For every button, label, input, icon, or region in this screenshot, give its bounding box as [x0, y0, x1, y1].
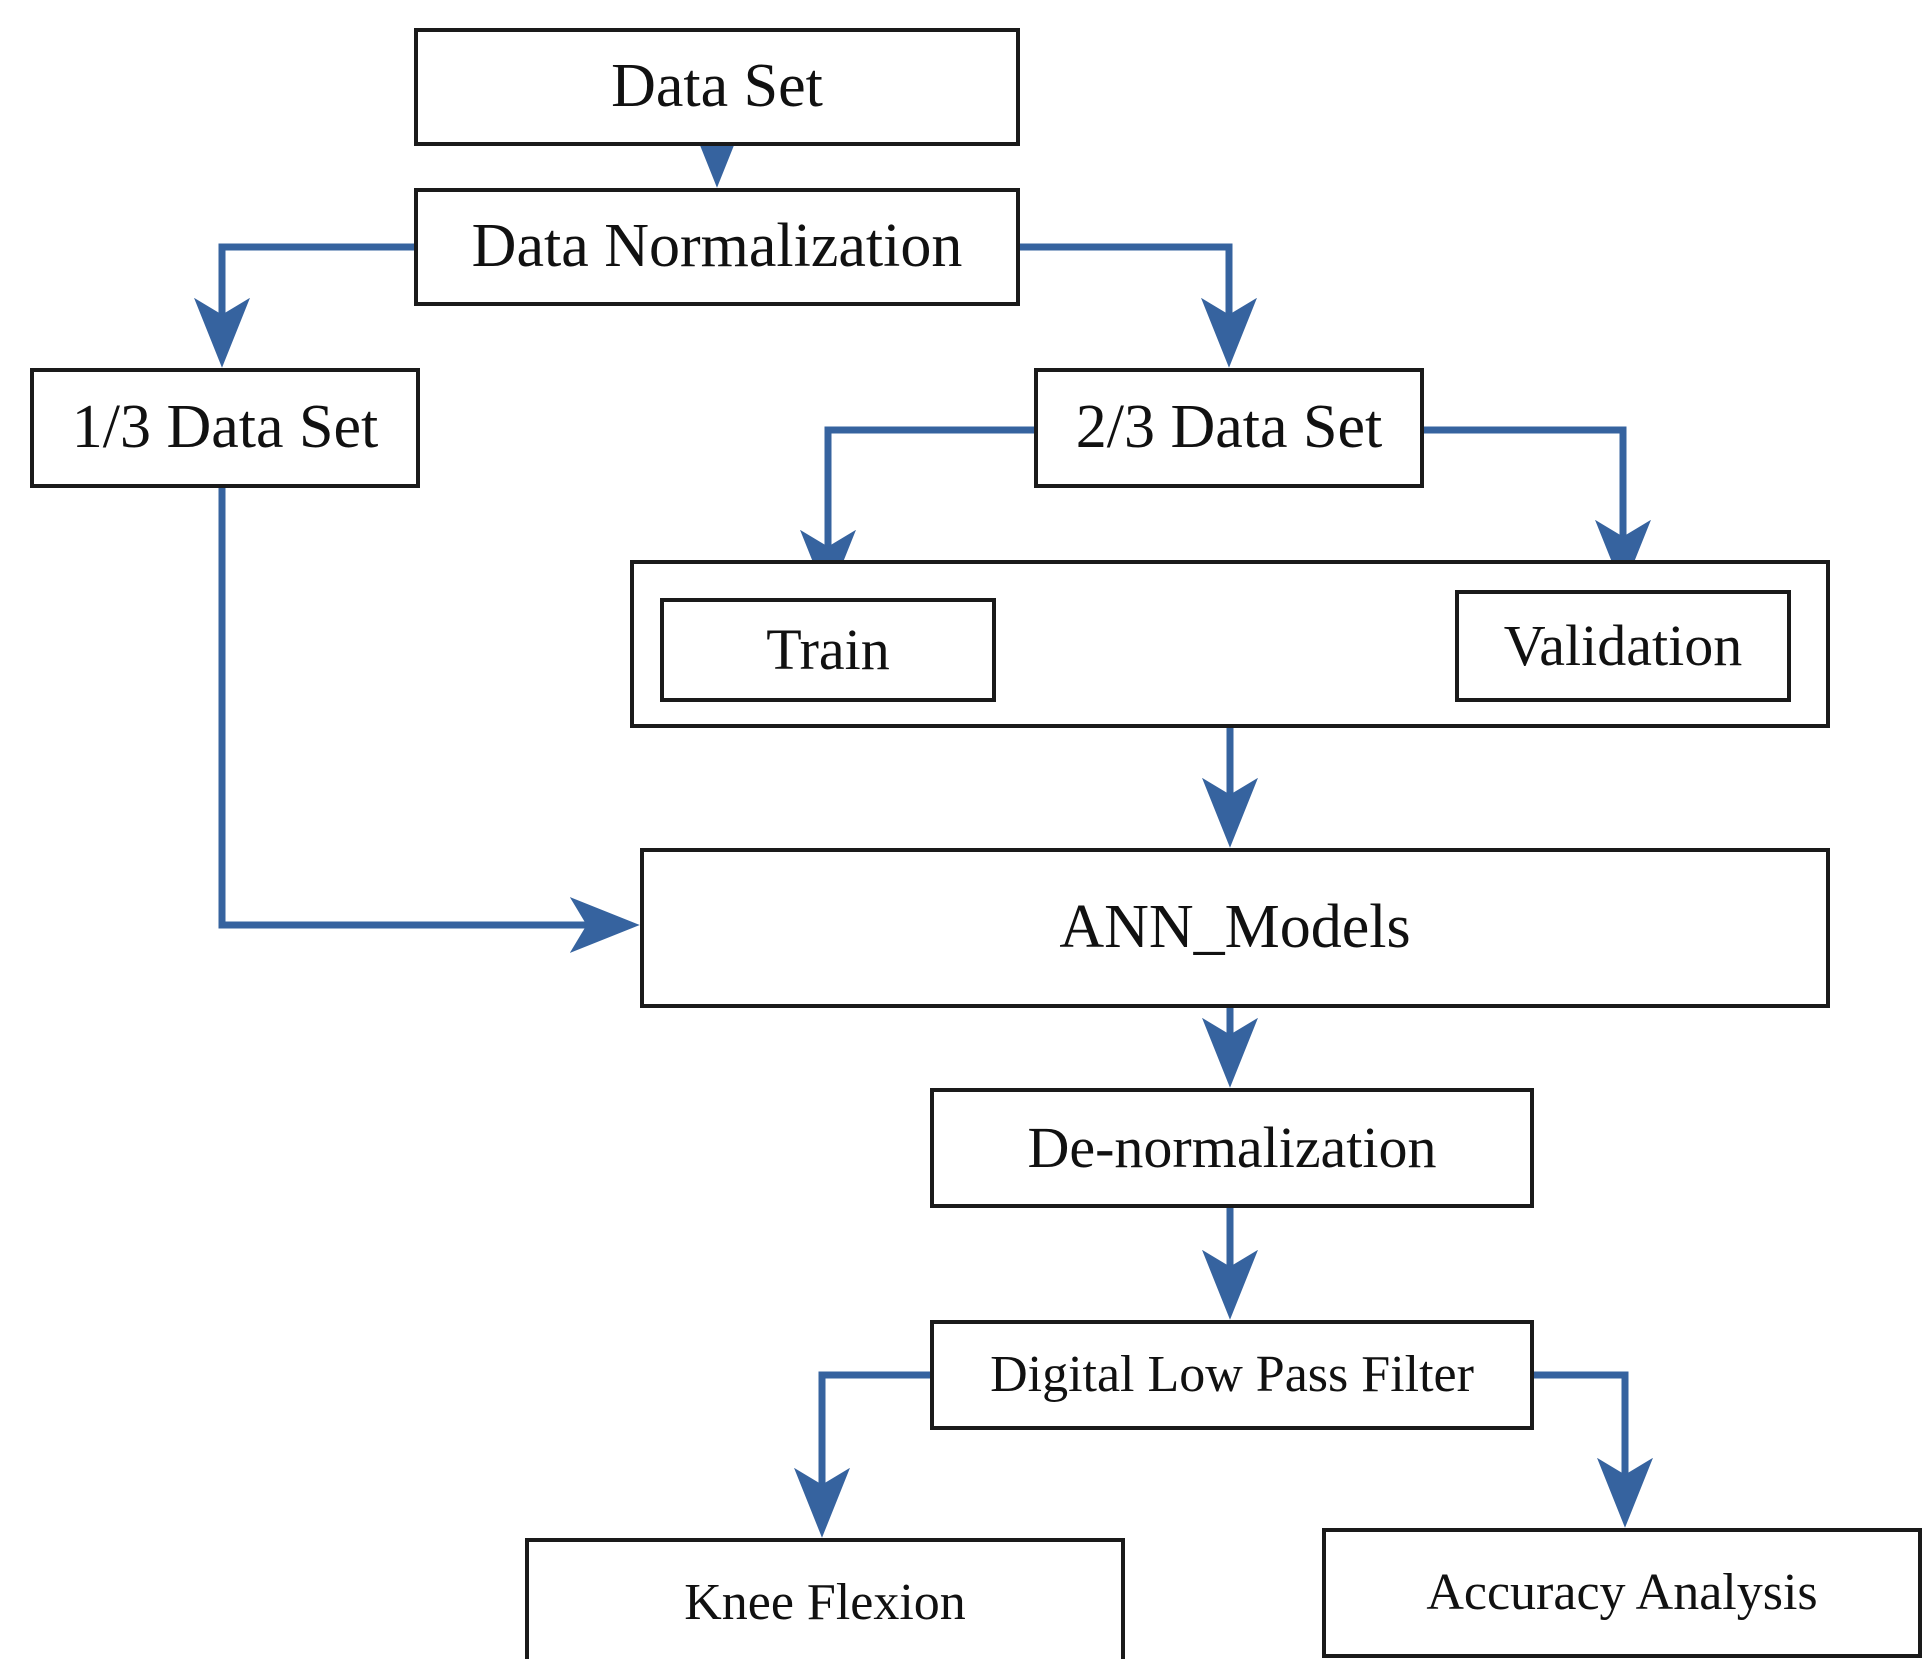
- node-data-set-label: Data Set: [611, 52, 823, 121]
- edge-norm-to-twothird: [1020, 243, 1257, 368]
- node-train-label: Train: [766, 616, 890, 682]
- node-accuracy-analysis-label: Accuracy Analysis: [1426, 1563, 1818, 1621]
- node-data-normalization[interactable]: Data Normalization: [414, 188, 1020, 306]
- node-two-third-data-set-label: 2/3 Data Set: [1075, 393, 1383, 462]
- node-knee-flexion-label: Knee Flexion: [684, 1573, 966, 1631]
- node-accuracy-analysis[interactable]: Accuracy Analysis: [1322, 1528, 1922, 1658]
- node-de-normalization-label: De-normalization: [1027, 1114, 1437, 1180]
- node-digital-low-pass-filter-label: Digital Low Pass Filter: [990, 1345, 1474, 1403]
- node-digital-low-pass-filter[interactable]: Digital Low Pass Filter: [930, 1320, 1534, 1430]
- node-validation-label: Validation: [1503, 612, 1743, 678]
- edge-norm-to-third: [194, 243, 414, 368]
- edge-lowpass-to-accuracy: [1534, 1371, 1653, 1528]
- edge-twothird-to-validation: [1424, 426, 1651, 590]
- node-ann-models-label: ANN_Models: [1059, 893, 1411, 962]
- node-one-third-data-set-label: 1/3 Data Set: [71, 393, 379, 462]
- node-ann-models[interactable]: ANN_Models: [640, 848, 1830, 1008]
- node-knee-flexion[interactable]: Knee Flexion: [525, 1538, 1125, 1659]
- node-data-normalization-label: Data Normalization: [471, 212, 963, 281]
- edge-third-to-ann: [218, 488, 640, 953]
- node-de-normalization[interactable]: De-normalization: [930, 1088, 1534, 1208]
- node-two-third-data-set[interactable]: 2/3 Data Set: [1034, 368, 1424, 488]
- node-validation[interactable]: Validation: [1455, 590, 1791, 702]
- edge-lowpass-to-knee: [794, 1371, 930, 1538]
- node-train[interactable]: Train: [660, 598, 996, 702]
- node-one-third-data-set[interactable]: 1/3 Data Set: [30, 368, 420, 488]
- node-data-set[interactable]: Data Set: [414, 28, 1020, 146]
